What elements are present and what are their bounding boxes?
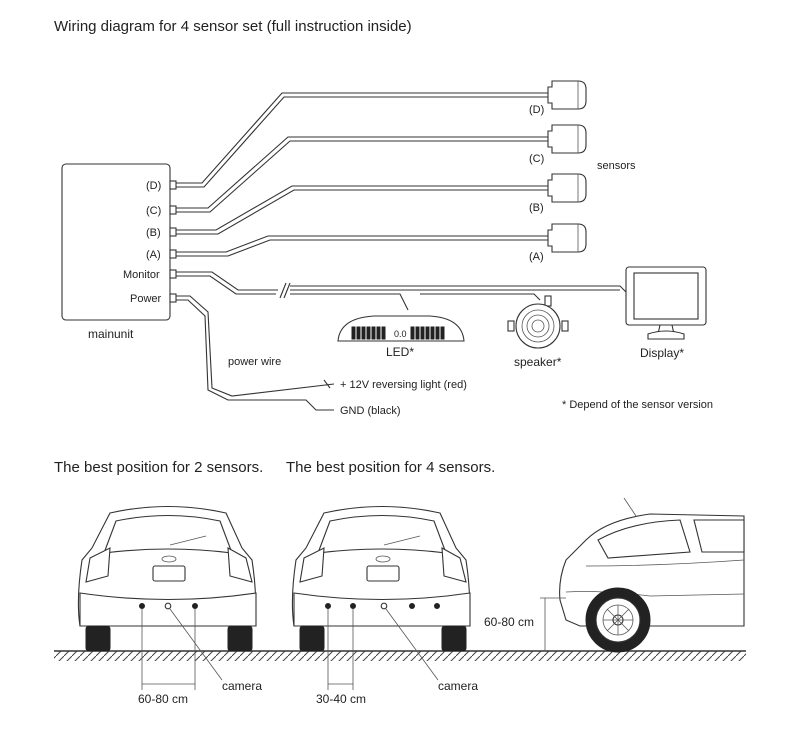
power-wire-label: power wire xyxy=(228,356,281,368)
car-side-view xyxy=(540,497,745,653)
display-label: Display* xyxy=(640,346,684,360)
port-label-power: Power xyxy=(130,293,162,305)
main-unit: (D) (C) (B) (A) Monitor Power mainunit xyxy=(61,163,177,341)
ground-line xyxy=(54,650,746,661)
power-wire xyxy=(176,295,335,411)
port-label-a: (A) xyxy=(146,249,161,261)
four-sensor-distance: 30-40 cm xyxy=(316,692,366,706)
port-label-c: (C) xyxy=(146,205,161,217)
led-label: LED* xyxy=(386,345,414,359)
camera-label-2: camera xyxy=(438,679,478,693)
diagram-title: Wiring diagram for 4 sensor set (full in… xyxy=(54,18,412,35)
sensor-d xyxy=(547,80,587,110)
car-rear-two-sensors xyxy=(77,506,257,690)
main-unit-label: mainunit xyxy=(88,327,134,341)
port-connectors xyxy=(169,180,177,303)
sensor-a xyxy=(547,223,587,253)
speaker-label: speaker* xyxy=(514,355,562,369)
led-bars-left xyxy=(351,326,386,340)
main-unit-box xyxy=(61,163,171,321)
port-label-d: (D) xyxy=(146,180,161,192)
sensor-cable-label-d: (D) xyxy=(529,104,544,116)
height-label: 60-80 cm xyxy=(484,615,534,629)
port-label-monitor: Monitor xyxy=(123,269,160,281)
led-display: 0.0 LED* xyxy=(337,315,465,359)
power-gnd-label: GND (black) xyxy=(340,405,401,417)
led-bars-right xyxy=(410,326,445,340)
two-sensor-title: The best position for 2 sensors. xyxy=(54,459,263,476)
sensor-b xyxy=(547,173,587,203)
four-sensor-title: The best position for 4 sensors. xyxy=(286,459,495,476)
sensor-cables xyxy=(176,92,548,257)
sensor-cable-label-b: (B) xyxy=(529,202,544,214)
display-monitor: Display* xyxy=(625,266,707,360)
sensor-cable-label-a: (A) xyxy=(529,251,544,263)
led-readout: 0.0 xyxy=(394,329,407,339)
two-sensor-distance: 60-80 cm xyxy=(138,692,188,706)
monitor-cable xyxy=(176,271,640,311)
camera-label-1: camera xyxy=(222,679,262,693)
car-rear-four-sensors xyxy=(291,506,471,690)
sensor-cable-label-c: (C) xyxy=(529,153,544,165)
sensor-c xyxy=(547,124,587,154)
sensors-label: sensors xyxy=(597,160,636,172)
power-plus-label: + 12V reversing light (red) xyxy=(340,379,467,391)
footnote: * Depend of the sensor version xyxy=(562,399,713,411)
speaker: speaker* xyxy=(507,295,569,369)
port-label-b: (B) xyxy=(146,227,161,239)
